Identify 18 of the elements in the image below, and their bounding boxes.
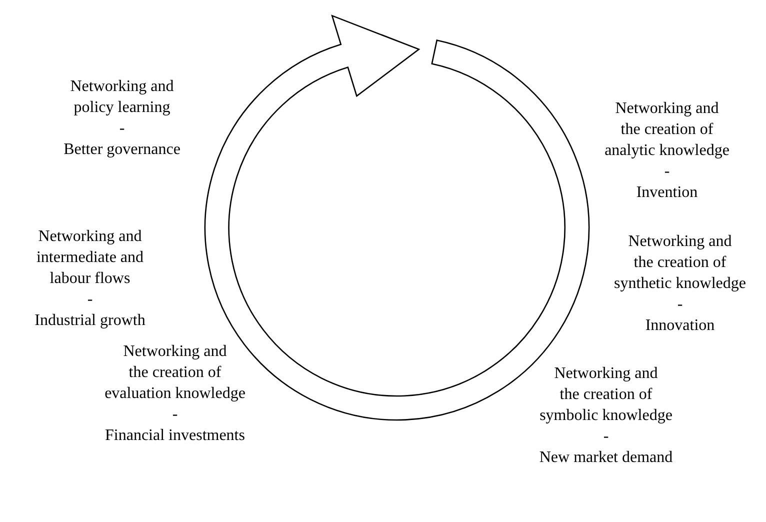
dash-separator: - <box>172 405 178 425</box>
label-text: Networking and the creation of evaluation knowledge <box>104 342 246 404</box>
label-text: Networking and the creation of symbolic knowledge <box>540 364 672 426</box>
label-text: Better governance <box>64 140 180 160</box>
dash-separator: - <box>677 295 683 315</box>
label-text: Industrial growth <box>34 311 146 331</box>
label-text: Innovation <box>645 316 715 336</box>
dash-separator: - <box>664 162 670 182</box>
label-text: Financial investments <box>105 426 245 446</box>
dash-separator: - <box>119 119 125 139</box>
label-text: Networking and intermediate and labour flows <box>36 227 144 289</box>
dash-separator: - <box>603 427 609 447</box>
label-text: New market demand <box>539 448 673 468</box>
dash-separator: - <box>87 290 93 310</box>
label-text: Networking and the creation of synthetic knowledge <box>614 232 746 294</box>
label-text: Networking and policy learning <box>70 77 174 118</box>
label-text: Invention <box>636 183 698 203</box>
label-text: Networking and the creation of analytic knowledge <box>604 99 730 161</box>
